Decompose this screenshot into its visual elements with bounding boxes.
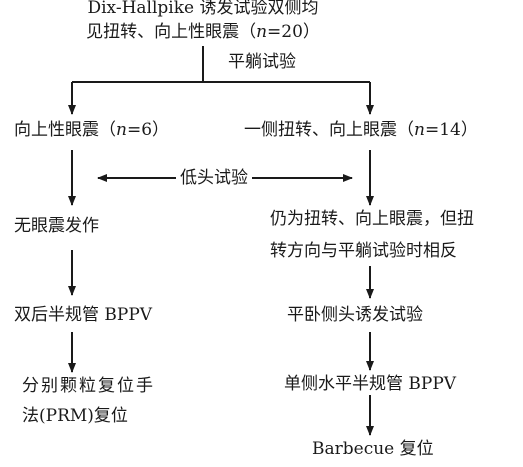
- head-down-test-label: 低头试验: [180, 168, 248, 188]
- left-node-prm-line1: 分别颗粒复位手: [22, 376, 155, 396]
- left-node-bilateral-posterior-bppv: 双后半规管 BPPV: [14, 305, 153, 325]
- head-down-label-bg: [176, 166, 252, 190]
- top-node-line1: Dix-Hallpike 诱发试验双侧均: [87, 0, 319, 18]
- right-node-unilateral-horizontal-bppv: 单侧水平半规管 BPPV: [284, 374, 457, 394]
- right-node-reversed-direction: 仍为扭转、向上眼震，但扭 转方向与平躺试验时相反: [270, 207, 474, 263]
- supine-test-label: 平躺试验: [228, 52, 296, 72]
- left-node-prm-line2: 法(PRM)复位: [22, 406, 128, 426]
- right-node-supine-roll-test: 平卧侧头诱发试验: [287, 305, 423, 325]
- left-node-upward-nystagmus: 向上性眼震（n=6）: [14, 120, 170, 140]
- right-node-unilateral-torsional: 一侧扭转、向上眼震（n=14）: [244, 120, 478, 140]
- right-node-barbecue-repositioning: Barbecue 复位: [312, 439, 434, 459]
- left-node-no-nystagmus: 无眼震发作: [14, 216, 99, 236]
- right-node-reversed-line1: 仍为扭转、向上眼震，但扭: [270, 209, 474, 229]
- top-node: Dix-Hallpike 诱发试验双侧均 见扭转、向上性眼震（n=20）: [40, 0, 366, 44]
- top-node-line2: 见扭转、向上性眼震（n=20）: [86, 22, 320, 42]
- left-node-prm-repositioning: 分别颗粒复位手 法(PRM)复位: [22, 374, 155, 428]
- right-node-reversed-line2: 转方向与平躺试验时相反: [270, 241, 457, 261]
